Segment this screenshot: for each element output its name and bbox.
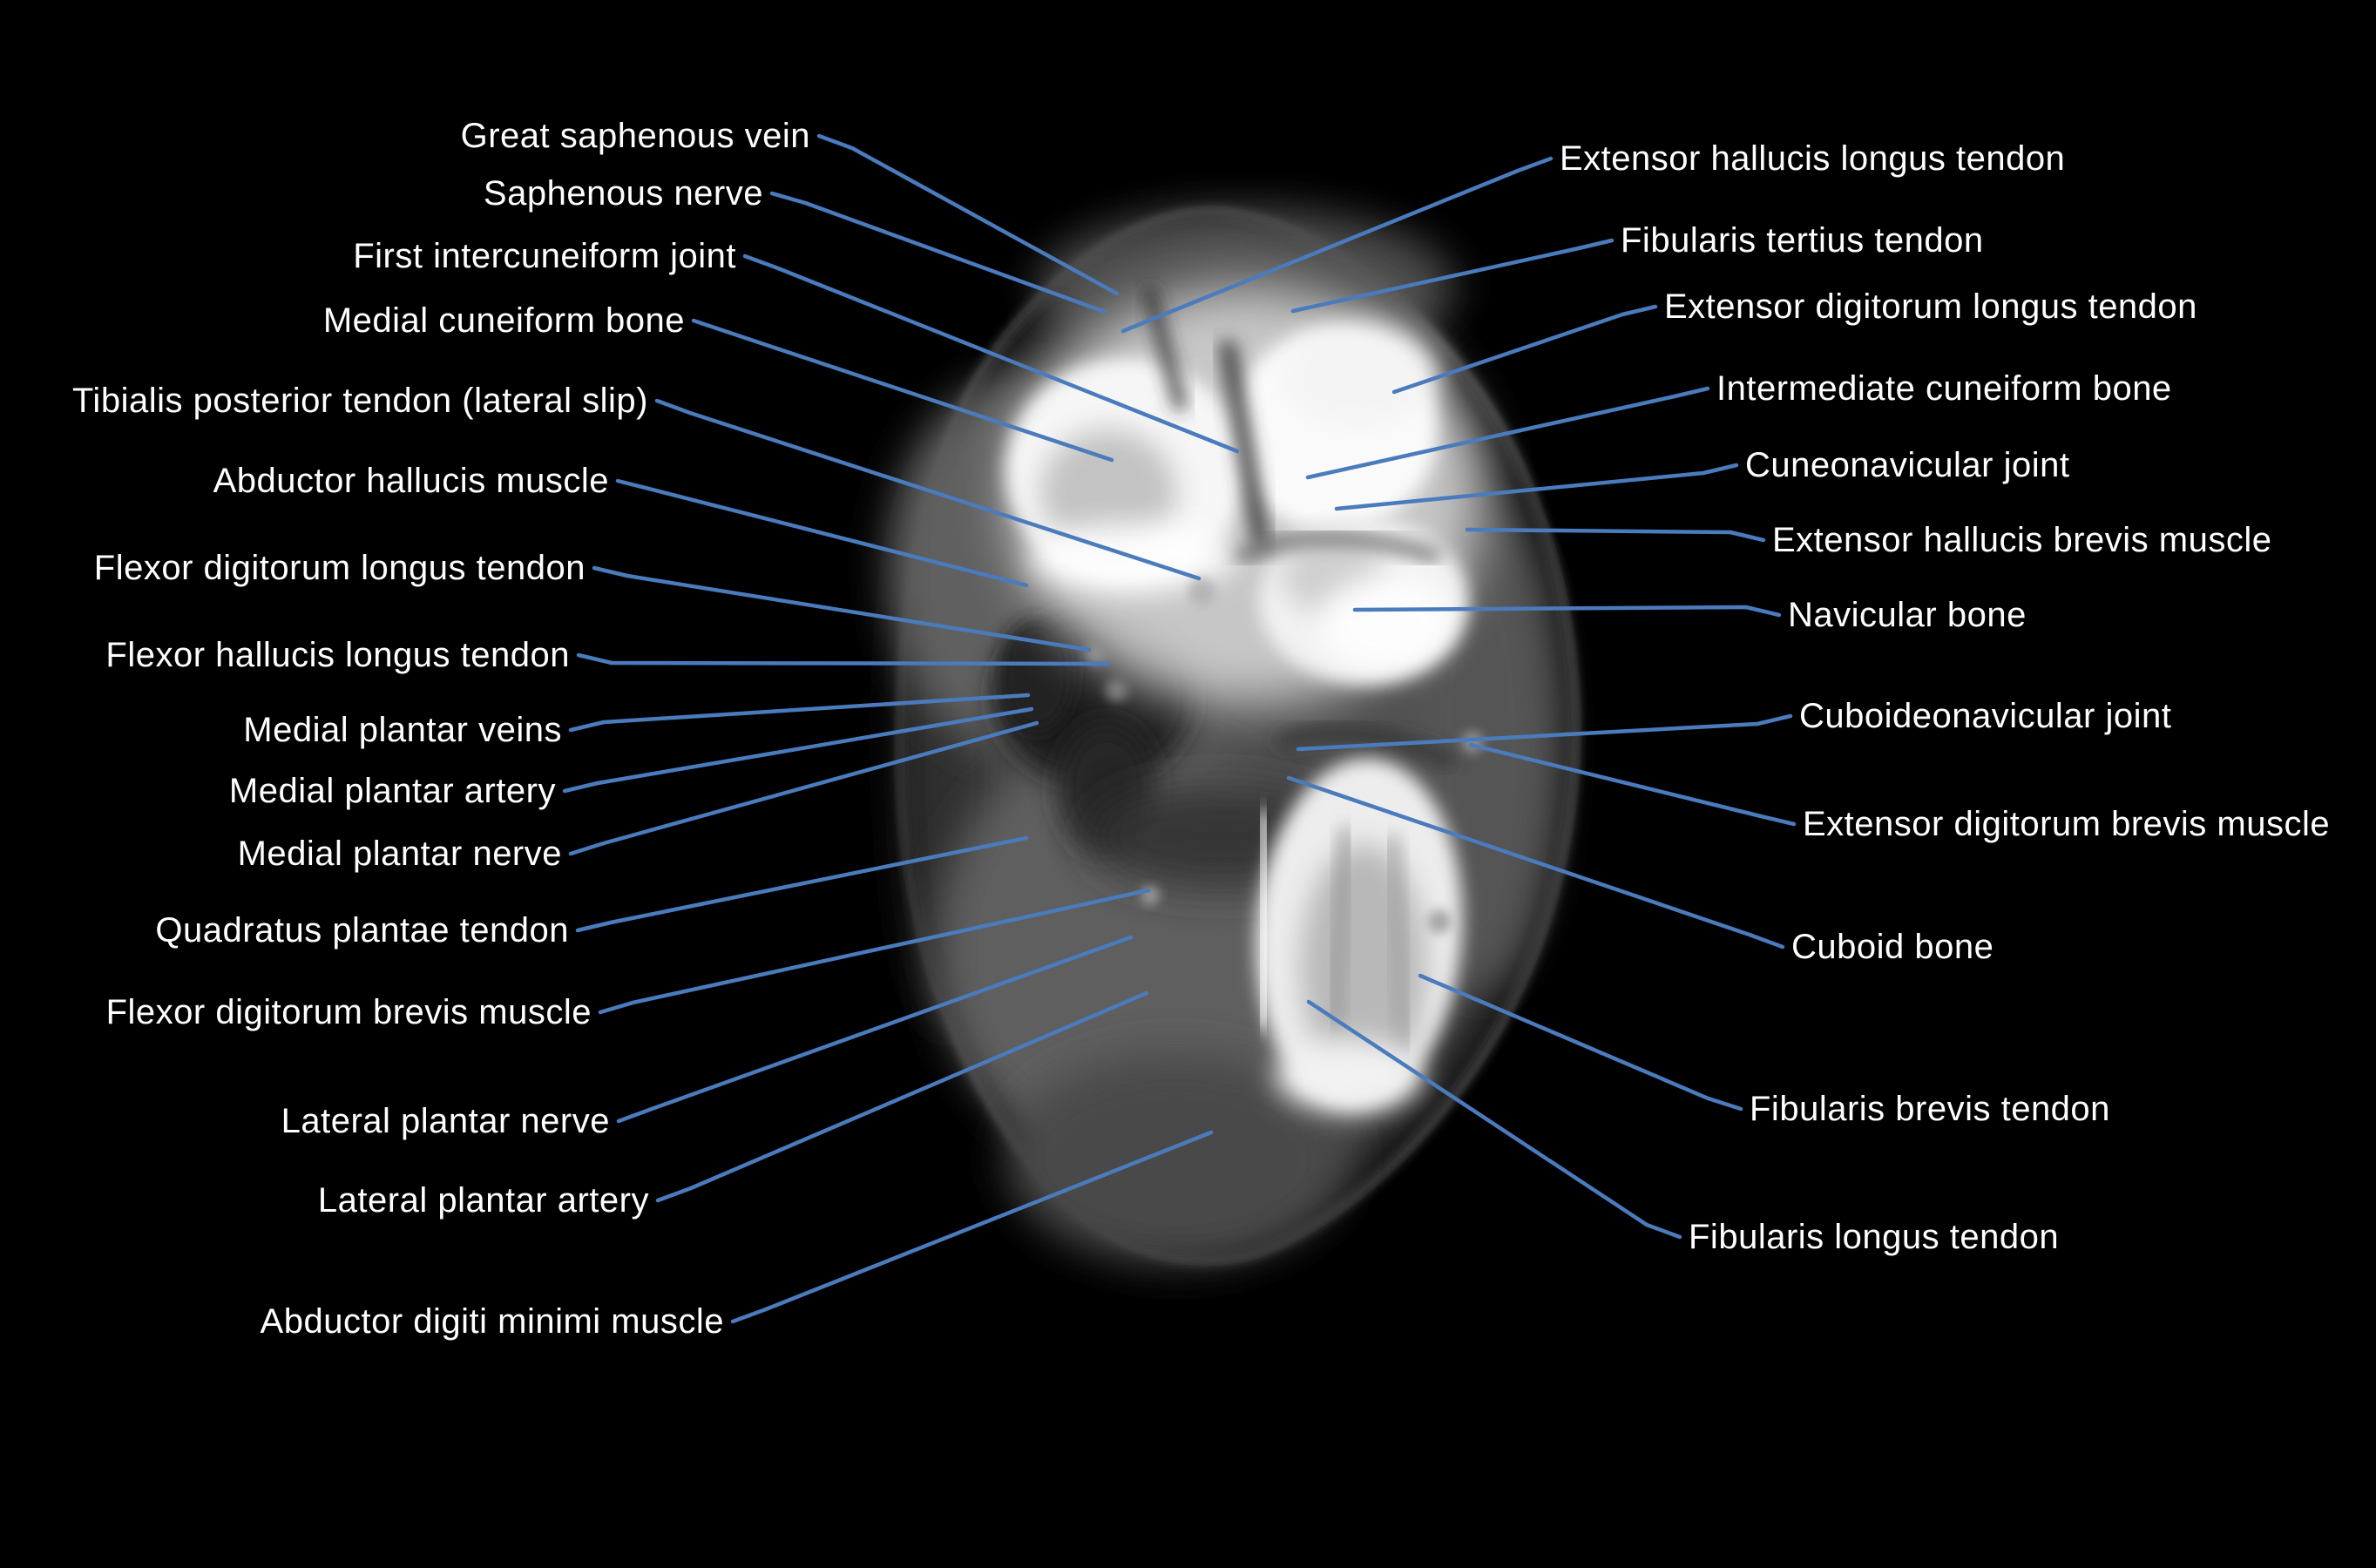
leader-line-abductor-hallucis-muscle — [615, 478, 1029, 588]
anatomy-label-fibularis-longus-tendon: Fibularis longus tendon — [1689, 1218, 2060, 1256]
heel-pad-shape — [1006, 1054, 1346, 1263]
leader-line-extensor-hallucis-brevis-muscle — [1465, 527, 1766, 543]
anatomy-label-tibialis-posterior-tendon-lateral-slip: Tibialis posterior tendon (lateral slip) — [71, 382, 648, 420]
cuboideonavicular-joint-gap — [1276, 726, 1457, 770]
anatomy-label-cuboideonavicular-joint: Cuboideonavicular joint — [1799, 697, 2172, 735]
leader-line-flexor-hallucis-longus-tendon — [576, 652, 1111, 666]
cuboid-medial-cortex-shape — [1255, 809, 1272, 1029]
leader-line-tibialis-posterior-tendon-lateral-slip — [654, 398, 1202, 581]
anatomy-label-flexor-digitorum-brevis-muscle: Flexor digitorum brevis muscle — [105, 993, 592, 1031]
leader-line-flexor-digitorum-brevis-muscle — [598, 888, 1151, 1015]
leader-line-medial-plantar-artery — [562, 706, 1034, 794]
bone-group — [1005, 286, 1481, 1112]
leader-line-extensor-digitorum-brevis-muscle — [1468, 742, 1797, 827]
cuneonavicular-joint-gap — [1235, 532, 1442, 564]
anatomy-label-abductor-digiti-minimi-muscle: Abductor digiti minimi muscle — [260, 1302, 724, 1341]
dorsal-notch-shape — [1142, 286, 1188, 411]
leader-line-extensor-digitorum-longus-tendon — [1391, 304, 1658, 395]
leader-line-cuboideonavicular-joint — [1296, 713, 1793, 752]
anatomy-label-intermediate-cuneiform-bone: Intermediate cuneiform bone — [1716, 369, 2172, 408]
leader-line-medial-plantar-veins — [568, 693, 1031, 733]
tibialis-posterior-nodule — [1188, 578, 1216, 606]
anatomy-label-fibularis-tertius-tendon: Fibularis tertius tendon — [1621, 221, 1984, 260]
anatomy-label-flexor-digitorum-longus-tendon: Flexor digitorum longus tendon — [93, 549, 586, 587]
first-intercuneiform-joint-gap — [1219, 340, 1269, 546]
leader-line-intermediate-cuneiform-bone — [1305, 386, 1710, 480]
medial-cleft-dark-shape — [1000, 618, 1073, 732]
anatomy-label-extensor-digitorum-longus-tendon: Extensor digitorum longus tendon — [1664, 287, 2197, 326]
anatomy-label-flexor-hallucis-longus-tendon: Flexor hallucis longus tendon — [105, 636, 570, 674]
cuboid-trabecular-streak-2 — [1387, 835, 1410, 1055]
anatomy-label-medial-plantar-artery: Medial plantar artery — [228, 772, 556, 810]
anatomy-label-navicular-bone: Navicular bone — [1788, 596, 2027, 634]
anatomy-label-cuneonavicular-joint: Cuneonavicular joint — [1745, 446, 2070, 484]
leader-line-abductor-digiti-minimi-muscle — [730, 1130, 1214, 1324]
leader-line-great-saphenous-vein — [816, 133, 1120, 296]
anatomy-label-lateral-plantar-nerve: Lateral plantar nerve — [281, 1102, 610, 1140]
leader-line-lateral-plantar-nerve — [616, 935, 1134, 1124]
leader-line-lateral-plantar-artery — [655, 990, 1149, 1203]
anatomy-label-first-intercuneiform-joint: First intercuneiform joint — [353, 237, 736, 275]
anatomy-label-great-saphenous-vein: Great saphenous vein — [460, 117, 810, 155]
anatomy-label-abductor-hallucis-muscle: Abductor hallucis muscle — [213, 462, 609, 500]
leader-line-first-intercuneiform-joint — [742, 253, 1240, 454]
anatomy-label-medial-plantar-veins: Medial plantar veins — [243, 711, 562, 749]
leader-line-cuneonavicular-joint — [1334, 463, 1739, 511]
navicular-cortex-shape — [1320, 575, 1451, 671]
intermediate-cuneiform-ext-shape — [1281, 322, 1438, 427]
leader-line-medial-cuneiform-bone — [691, 318, 1114, 463]
leader-line-fibularis-longus-tendon — [1306, 999, 1682, 1240]
leader-line-extensor-hallucis-longus-tendon — [1120, 156, 1554, 334]
fdl-tendon-nodule — [1086, 643, 1107, 664]
leader-line-medial-plantar-nerve — [568, 720, 1039, 856]
anatomy-label-fibularis-brevis-tendon: Fibularis brevis tendon — [1750, 1090, 2110, 1128]
leader-line-cuboid-bone — [1286, 775, 1785, 950]
leader-line-saphenous-nerve — [769, 191, 1107, 314]
anatomy-label-saphenous-nerve: Saphenous nerve — [483, 174, 763, 213]
anatomy-label-cuboid-bone: Cuboid bone — [1791, 928, 1994, 966]
nodule-group — [1086, 578, 1484, 934]
anatomy-label-extensor-hallucis-longus-tendon: Extensor hallucis longus tendon — [1560, 139, 2066, 178]
anatomy-label-medial-cuneiform-bone: Medial cuneiform bone — [322, 301, 685, 340]
anatomy-label-quadratus-plantae-tendon: Quadratus plantae tendon — [155, 911, 569, 950]
cuboid-inferior-cortex-shape — [1275, 1039, 1423, 1112]
leader-line-quadratus-plantae-tendon — [575, 835, 1029, 933]
leader-line-navicular-bone — [1352, 605, 1782, 618]
fibularis-nodule — [1427, 909, 1452, 934]
anatomy-label-extensor-hallucis-brevis-muscle: Extensor hallucis brevis muscle — [1772, 521, 2272, 559]
leader-line-fibularis-tertius-tendon — [1290, 238, 1614, 314]
leader-line-flexor-digitorum-longus-tendon — [592, 565, 1092, 652]
fhl-tendon-nodule — [1106, 679, 1128, 701]
cuboid-trabecular-streak-1 — [1330, 827, 1351, 1029]
leader-line-fibularis-brevis-tendon — [1418, 973, 1743, 1112]
anatomy-label-medial-plantar-nerve: Medial plantar nerve — [237, 835, 562, 873]
anatomy-label-extensor-digitorum-brevis-muscle: Extensor digitorum brevis muscle — [1803, 805, 2331, 843]
anatomy-label-lateral-plantar-artery: Lateral plantar artery — [317, 1181, 649, 1220]
